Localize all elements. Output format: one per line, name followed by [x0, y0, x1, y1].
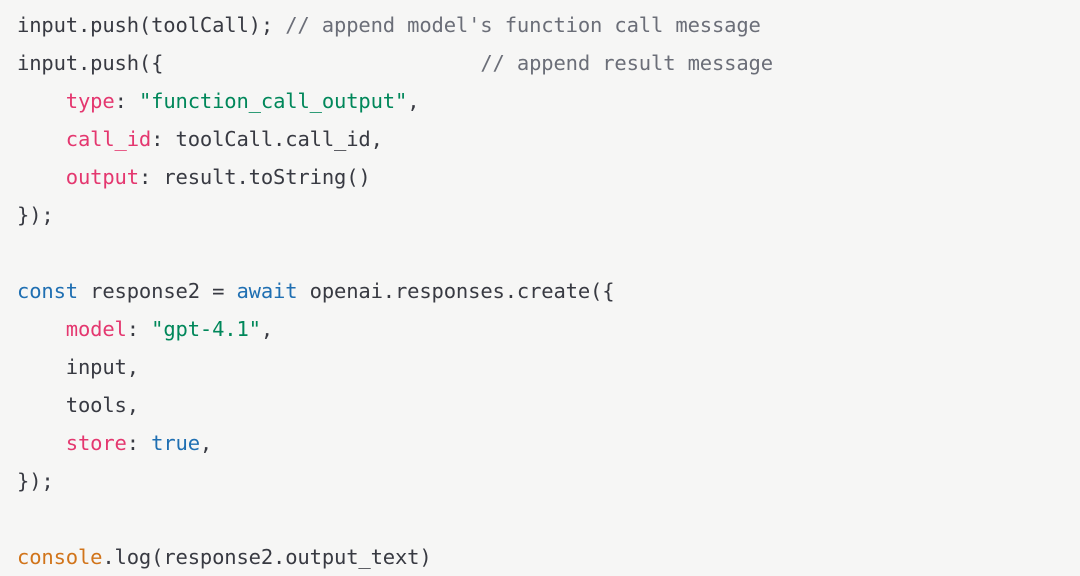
token-plain: input.push(toolCall);: [17, 13, 286, 37]
token-punct: ,: [407, 89, 420, 113]
code-line-14: [17, 500, 1080, 538]
code-line-7: [17, 234, 1080, 272]
token-key: call_id: [65, 127, 152, 151]
token-comment: // append result message: [480, 51, 773, 75]
token-plain: });: [17, 203, 54, 227]
token-string: "function_call_output": [138, 89, 408, 113]
code-line-4: call_id: toolCall.call_id,: [17, 120, 1080, 158]
code-line-11: tools,: [17, 386, 1080, 424]
token-plain: [17, 127, 66, 151]
code-line-13: });: [17, 462, 1080, 500]
code-line-5: output: result.toString(): [17, 158, 1080, 196]
token-plain: tools,: [17, 393, 139, 417]
token-key: type: [65, 89, 115, 113]
token-plain: response2 =: [77, 279, 237, 303]
token-keyword: true: [151, 431, 200, 455]
token-plain: });: [17, 469, 54, 493]
token-punct: :: [126, 317, 152, 341]
token-plain: [17, 165, 66, 189]
token-keyword: await: [236, 279, 298, 303]
token-punct: :: [126, 431, 152, 455]
token-keyword: const: [17, 279, 78, 303]
code-line-2: input.push({ // append result message: [17, 44, 1080, 82]
code-line-8: const response2 = await openai.responses…: [17, 272, 1080, 310]
token-plain: input.push({: [17, 51, 481, 75]
token-plain: : result.toString(): [138, 165, 371, 189]
token-plain: input,: [17, 355, 139, 379]
code-line-6: });: [17, 196, 1080, 234]
token-punct: :: [114, 89, 139, 113]
token-plain: openai.responses.create({: [297, 279, 615, 303]
code-line-15: console.log(response2.output_text): [17, 538, 1080, 576]
token-key: output: [65, 165, 139, 189]
token-key: model: [65, 317, 127, 341]
token-plain: [17, 89, 66, 113]
token-plain: [17, 317, 66, 341]
token-plain: .log(response2.output_text): [102, 545, 432, 569]
token-key: store: [65, 431, 127, 455]
code-line-12: store: true,: [17, 424, 1080, 462]
code-line-1: input.push(toolCall); // append model's …: [17, 6, 1080, 44]
code-line-10: input,: [17, 348, 1080, 386]
token-builtin: console: [17, 545, 103, 569]
code-line-3: type: "function_call_output",: [17, 82, 1080, 120]
token-plain: [17, 431, 66, 455]
token-plain: : toolCall.call_id,: [151, 127, 383, 151]
token-string: "gpt-4.1": [151, 317, 261, 341]
token-comment: // append model's function call message: [285, 13, 761, 37]
token-punct: ,: [260, 317, 274, 341]
code-line-9: model: "gpt-4.1",: [17, 310, 1080, 348]
token-punct: ,: [199, 431, 213, 455]
